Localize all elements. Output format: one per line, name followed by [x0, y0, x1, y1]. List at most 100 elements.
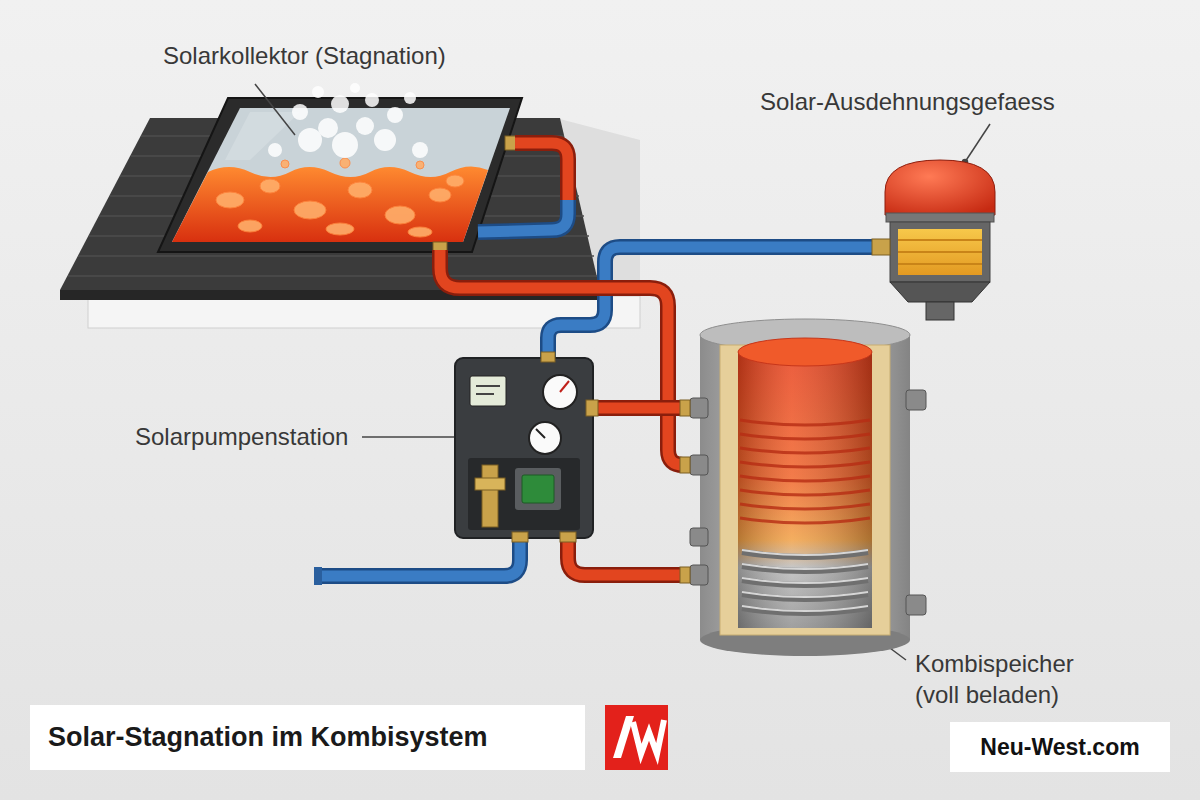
combi-storage-tank [740, 462, 870, 467]
pump-station [470, 376, 506, 406]
solar-collector [158, 83, 522, 254]
solar-collector [348, 182, 372, 198]
pump-station [529, 422, 561, 454]
pump-station [475, 478, 505, 490]
logo [633, 720, 664, 754]
combi-storage-tank [690, 398, 708, 418]
leader-lines [255, 84, 295, 135]
steam [268, 83, 428, 158]
pump-station [541, 352, 555, 362]
expansion-vessel [898, 240, 982, 264]
combi-storage-tank [740, 504, 870, 509]
expansion-vessel [885, 160, 995, 215]
combi-storage-tank [690, 455, 708, 475]
watermark-text: Neu-West.com [980, 734, 1139, 761]
pipes [515, 143, 568, 200]
pump-station [455, 352, 598, 542]
solar-collector [281, 160, 289, 168]
roof [78, 255, 594, 257]
logo [613, 716, 634, 758]
expansion-vessel [926, 302, 954, 320]
combi-storage-tank [738, 352, 872, 628]
pump-station [515, 468, 561, 510]
combi-storage-tank [680, 567, 690, 583]
expansion-vessel [898, 251, 982, 253]
pipes [318, 535, 520, 576]
pump-station [455, 358, 593, 538]
solar-collector [238, 220, 262, 232]
combi-storage-tank [740, 448, 870, 453]
pipes [318, 535, 520, 576]
callout-label: Solarkollektor (Stagnation) [163, 40, 446, 71]
callout-label: Kombispeicher (voll beladen) [915, 648, 1115, 710]
pump-station [543, 375, 577, 409]
combi-storage-tank [906, 595, 926, 615]
diagram-title: Solar-Stagnation im Kombisystem [48, 722, 488, 753]
solar-collector [294, 201, 326, 219]
steam [356, 117, 374, 135]
combi-storage-tank [742, 564, 868, 569]
solar-collector [172, 108, 510, 242]
logo [605, 705, 668, 770]
solar-collector [260, 179, 280, 193]
expansion-vessel [898, 239, 982, 241]
combi-storage-tank [680, 457, 690, 473]
steam [412, 142, 428, 158]
combi-storage-tank [742, 550, 868, 555]
expansion-vessel [872, 239, 890, 255]
combi-storage-tank [740, 490, 870, 495]
pump-station [476, 385, 500, 387]
roof [60, 118, 640, 328]
steam [268, 143, 282, 157]
combi-storage-tank [690, 528, 708, 546]
steam [312, 86, 324, 98]
combi-storage-tank [738, 352, 872, 628]
pump-station [468, 458, 580, 530]
solar-collector [340, 158, 350, 168]
steam [374, 129, 396, 151]
combi-storage-tank [690, 565, 708, 585]
combi-storage-tank [720, 345, 890, 635]
combi-storage-tank [740, 518, 870, 523]
combi-storage-tank [742, 552, 868, 613]
combi-storage-tank [740, 434, 870, 439]
combi-storage-tank [738, 338, 872, 366]
roof [68, 275, 598, 277]
pipes [478, 200, 568, 232]
combi-storage-tank [742, 592, 868, 597]
combi-storage-tank [742, 606, 868, 611]
combi-storage-tank [690, 390, 926, 615]
pump-station [482, 465, 498, 527]
pump-station [586, 400, 598, 416]
pump-station [560, 381, 569, 392]
pump-station [476, 393, 494, 395]
steam [318, 118, 338, 138]
callout-label: Solar-Ausdehnungsgefaess [760, 86, 1055, 117]
combi-storage-tank [700, 335, 910, 640]
combi-storage-tank [740, 420, 870, 425]
combi-storage-tank [680, 400, 690, 416]
pipes [314, 567, 322, 585]
expansion-vessel [890, 282, 990, 302]
title-box: Solar-Stagnation im Kombisystem [30, 705, 585, 770]
solar-collector [446, 175, 464, 187]
expansion-vessel [872, 160, 995, 320]
solar-collector [408, 227, 432, 237]
combi-storage-tank [906, 390, 926, 410]
combi-storage-tank [680, 400, 690, 583]
solar-collector [216, 192, 244, 208]
leader-lines [362, 436, 466, 438]
solar-collector [385, 206, 415, 224]
steam [332, 132, 358, 158]
steam [365, 93, 379, 107]
leader-lines [965, 124, 990, 162]
steam [350, 83, 360, 93]
solar-collector [429, 188, 451, 202]
solar-collector [158, 98, 522, 252]
expansion-vessel [886, 213, 994, 222]
solar-collector [416, 161, 424, 169]
combi-storage-tank [742, 550, 868, 611]
